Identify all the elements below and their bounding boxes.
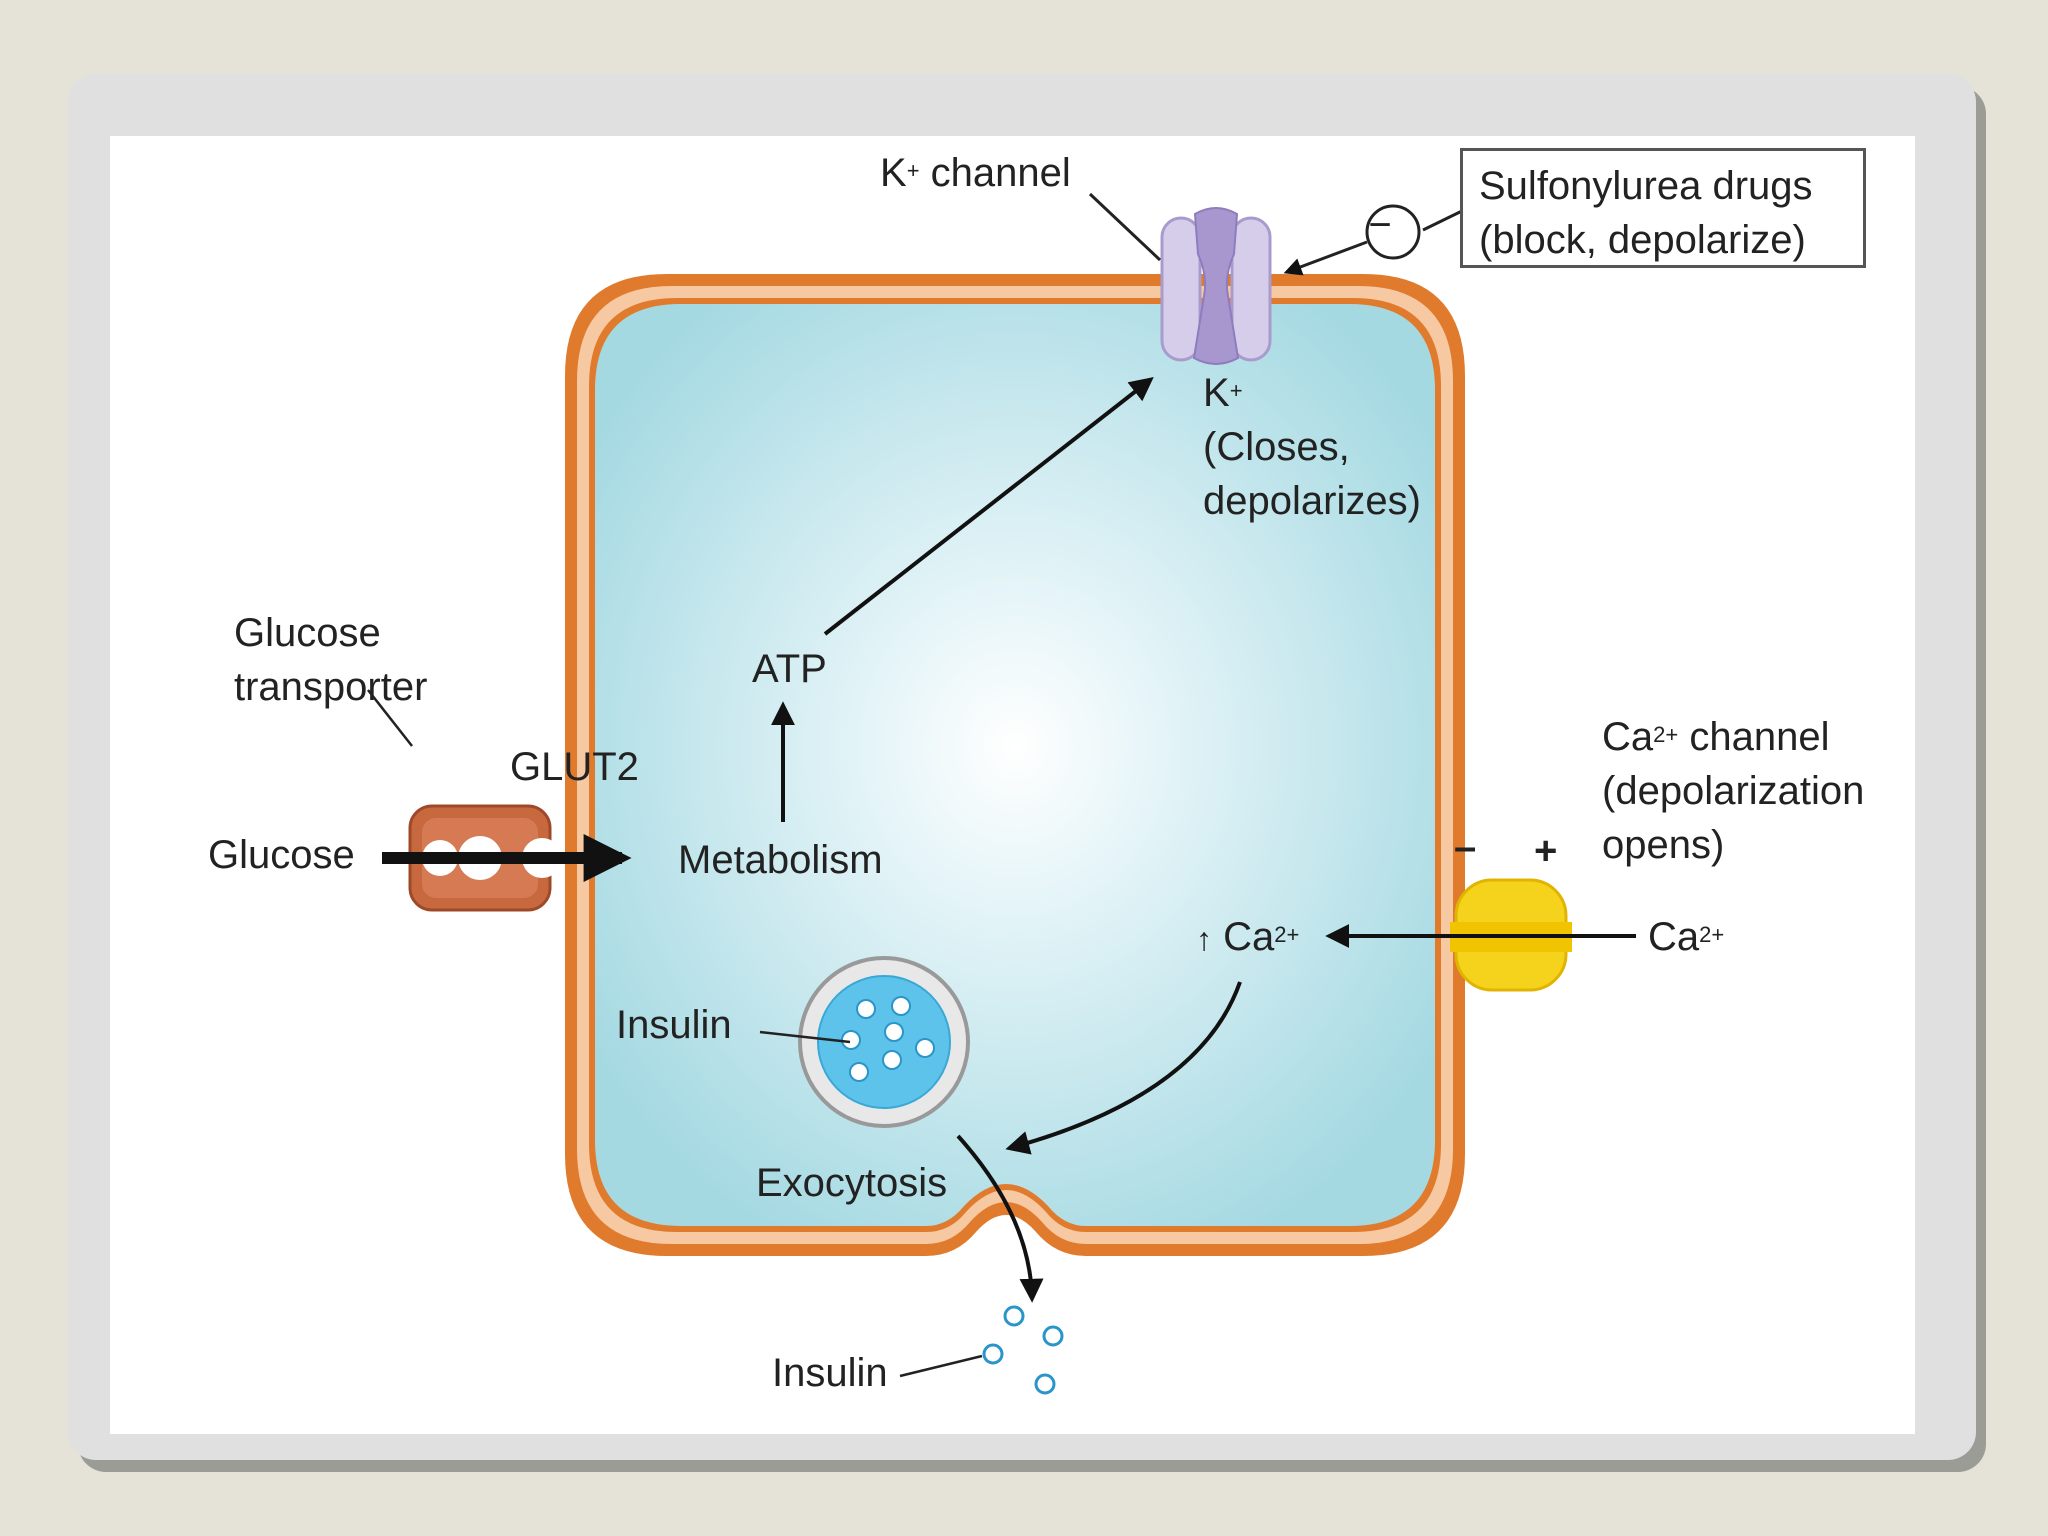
- k-channel-label-sup: +: [906, 158, 920, 183]
- sulfonylurea-connector: [1422, 208, 1465, 232]
- ca-channel-label-3: opens): [1602, 823, 1725, 867]
- transporter-leader: [367, 689, 413, 747]
- ca-out-sup: 2+: [1699, 922, 1725, 947]
- atp-kchannel-arrow: [823, 377, 1154, 636]
- ca-in-main: Ca: [1223, 915, 1275, 959]
- glucose-transporter-label-1: Glucose: [234, 611, 381, 655]
- beta-cell-diagram: [367, 192, 1636, 1395]
- insulin-granule: [849, 1062, 869, 1082]
- sulfonylurea-line-1: Sulfonylurea drugs: [1479, 164, 1813, 208]
- insulin-granule: [915, 1038, 935, 1058]
- k-channel-label-suffix: channel: [919, 151, 1071, 195]
- diagram-canvas: K+ channel Sulfonylurea drugs (block, de…: [110, 136, 1915, 1434]
- ca-channel-suffix: channel: [1678, 715, 1830, 759]
- ca-out-main: Ca: [1648, 915, 1700, 959]
- insulin-vesicle: [798, 956, 970, 1128]
- exocytosis-label: Exocytosis: [756, 1161, 948, 1205]
- depolarizes-label: depolarizes): [1203, 479, 1421, 523]
- inhibition-symbol: [1365, 204, 1421, 260]
- membrane-minus-sign: –: [1454, 825, 1477, 869]
- k-ion-label: K+: [1203, 366, 1243, 420]
- ca-channel-sup: 2+: [1653, 722, 1679, 747]
- released-insulin-label: Insulin: [772, 1351, 888, 1395]
- glut2-label: GLUT2: [510, 745, 639, 789]
- ca-intracellular-label: ↑ Ca2+: [1196, 910, 1299, 966]
- released-insulin-leader: [899, 1354, 983, 1378]
- k-ion-main: K: [1203, 371, 1230, 415]
- ca-increase-arrow: ↑: [1196, 921, 1212, 957]
- ca-channel-label: Ca2+ channel: [1602, 710, 1829, 764]
- k-channel-protein: [1160, 207, 1272, 365]
- k-channel-label: K+ channel: [880, 146, 1071, 200]
- insulin-vesicle-leader: [759, 1030, 851, 1044]
- metabolism-label: Metabolism: [678, 838, 883, 882]
- ca-channel-main: Ca: [1602, 715, 1654, 759]
- glucose-label: Glucose: [208, 833, 355, 877]
- insulin-vesicle-label: Insulin: [616, 1003, 732, 1047]
- sulfonylurea-box: Sulfonylurea drugs (block, depolarize): [1460, 148, 1866, 268]
- ca-in-sup: 2+: [1274, 922, 1300, 947]
- inhibition-arrow: [1283, 240, 1368, 276]
- released-insulin: [982, 1305, 1064, 1395]
- k-ion-sup: +: [1229, 378, 1243, 403]
- insulin-granule: [891, 996, 911, 1016]
- ca-channel-label-2: (depolarization: [1602, 769, 1865, 813]
- exocytosis-arrow: [956, 1134, 1044, 1303]
- insulin-granule: [884, 1022, 904, 1042]
- insulin-granule: [856, 999, 876, 1019]
- k-channel-label-main: K: [880, 151, 907, 195]
- insulin-granule: [841, 1030, 861, 1050]
- inhibition-symbol-text: −: [1368, 203, 1392, 247]
- atp-label: ATP: [752, 647, 827, 691]
- closes-label: (Closes,: [1203, 425, 1350, 469]
- glucose-transporter-label-2: transporter: [234, 665, 428, 709]
- insulin-granule: [882, 1050, 902, 1070]
- ca-extracellular-label: Ca2+: [1648, 910, 1724, 964]
- ca-exocytosis-arrow: [1005, 981, 1242, 1155]
- membrane-plus-sign: +: [1534, 829, 1558, 873]
- cell-membrane: [565, 274, 1465, 1256]
- sulfonylurea-line-2: (block, depolarize): [1479, 218, 1806, 262]
- k-channel-leader: [1088, 192, 1162, 262]
